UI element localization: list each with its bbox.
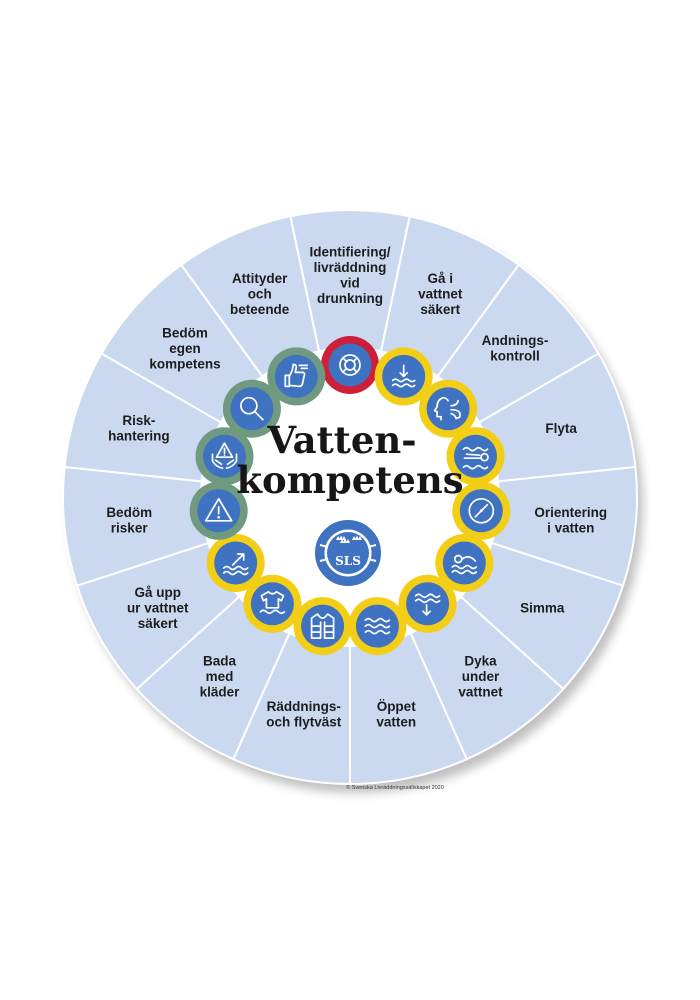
compass-icon-glyph (468, 497, 495, 524)
icon-ring (189, 336, 511, 656)
floating-icon (446, 427, 505, 486)
step-into-water-icon-glyph (391, 364, 416, 388)
segment-label-line: Dyka (464, 654, 497, 669)
step-into-water-icon (374, 347, 433, 406)
segment-label-line: Öppet (377, 699, 417, 714)
segment-label-line: vattnet (458, 685, 503, 700)
icon-badge (301, 604, 345, 648)
open-water-icon-glyph (364, 617, 391, 635)
segment-label-line: under (462, 669, 500, 684)
floating-icon-glyph (462, 446, 489, 470)
icon-badge (406, 582, 450, 626)
step-out-of-water-icon (206, 534, 265, 592)
open-water-icon (348, 597, 407, 656)
segment-label-line: kläder (200, 685, 241, 700)
segment-label-line: risker (111, 521, 149, 536)
segment-label-line: Attityder (232, 271, 288, 286)
warning-triangle-icon (189, 481, 248, 540)
thumbs-icon-glyph (284, 363, 309, 388)
icon-badge (274, 354, 318, 398)
compass-icon (452, 481, 511, 540)
crown-icon (336, 535, 362, 543)
life-jacket-icon-glyph (310, 613, 335, 639)
title-line1: Vatten- (266, 418, 416, 462)
segment-label-line: Simma (520, 601, 565, 616)
segment-label-line: Gå upp (134, 585, 181, 600)
icon-badge (442, 541, 486, 585)
thumbs-icon (267, 347, 326, 406)
segment-label-line: Bedöm (162, 326, 208, 341)
hands-warning-icon (195, 427, 254, 486)
segment-label-line: Risk- (122, 413, 155, 428)
icon-badge (328, 343, 372, 387)
segment-label-line: kompetens (149, 357, 220, 372)
magnifier-icon-glyph (240, 396, 264, 421)
segment-label-line: Gå i (428, 271, 454, 286)
segment-label-line: i vatten (547, 521, 594, 536)
segment-label-line: Flyta (545, 421, 577, 436)
sls-logo: SLS (315, 520, 381, 586)
segment-label-line: Bedöm (106, 505, 152, 520)
segment-label-line: vatten (376, 714, 416, 729)
icon-badge (203, 434, 246, 478)
segment-label-line: kontroll (490, 349, 540, 364)
swimming-icon-glyph (451, 554, 478, 575)
segment-label-line: livräddning (314, 260, 387, 275)
step-out-of-water-icon-glyph (222, 553, 249, 576)
lifebuoy-icon-glyph (339, 354, 361, 376)
segment-label-line: Bada (203, 654, 237, 669)
warning-triangle-icon-glyph (204, 497, 233, 522)
segment-label-line: och flytväst (266, 714, 342, 729)
segment-label-line: egen (169, 341, 201, 356)
segment-label-line: Orientering (534, 505, 607, 520)
icon-badge (426, 387, 470, 431)
shirt-in-water-icon-glyph (259, 590, 286, 615)
breathing-icon (419, 379, 478, 438)
segment-label-line: drunkning (317, 291, 383, 306)
segment-label-line: vid (340, 275, 360, 290)
segment-label-line: säkert (420, 302, 460, 317)
breathing-icon-glyph (433, 396, 461, 421)
magnifier-icon (222, 379, 281, 438)
swimming-icon (435, 534, 494, 592)
segment-label-line: beteende (230, 302, 290, 317)
segment-label-line: hantering (108, 429, 170, 444)
title-line2: kompetens (236, 458, 463, 502)
lifebuoy-icon (321, 336, 379, 394)
diving-icon-glyph (414, 593, 441, 616)
segment-label-line: säkert (138, 616, 178, 631)
icon-badge (250, 582, 294, 626)
segment-label-line: Räddnings- (267, 699, 341, 714)
segment-label-line: Identifiering/ (310, 244, 391, 259)
segment-label-line: Andnings- (482, 333, 549, 348)
segment-label-line: ur vattnet (127, 601, 189, 616)
hands-warning-icon-glyph (211, 442, 238, 470)
life-jacket-icon (293, 597, 352, 656)
diving-icon (398, 574, 457, 633)
shirt-in-water-icon (243, 574, 302, 633)
copyright: © Svenska Livräddningssällskapet 2020 (346, 784, 444, 791)
segment-label-line: vattnet (418, 287, 463, 302)
segment-label-line: med (206, 669, 234, 684)
segment-label-line: och (248, 287, 272, 302)
logo-text: SLS (335, 554, 361, 568)
